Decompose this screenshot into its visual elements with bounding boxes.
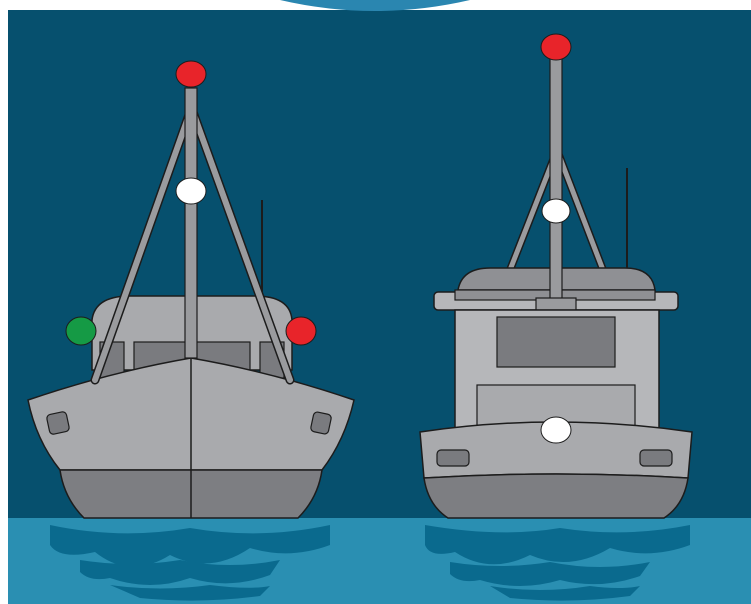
bow-green-sidelight: [66, 317, 96, 345]
stern-white-mast-light: [542, 199, 570, 223]
bow-mast: [185, 88, 197, 358]
stern-scupper-right: [640, 450, 672, 466]
bow-white-mast-light: [176, 178, 206, 204]
stern-cabin-window: [497, 317, 615, 367]
stern-white-sternlight: [541, 417, 571, 443]
bow-red-sidelight: [286, 317, 316, 345]
bow-masthead-red-light: [176, 61, 206, 87]
stern-mast-base: [536, 298, 576, 310]
bow-hawse-right: [310, 411, 332, 434]
bow-hawse-left: [46, 411, 70, 435]
stern-scupper-left: [437, 450, 469, 466]
stern-mast: [550, 58, 562, 304]
stern-masthead-red-light: [541, 34, 571, 60]
stern-hull-lower: [424, 474, 688, 518]
